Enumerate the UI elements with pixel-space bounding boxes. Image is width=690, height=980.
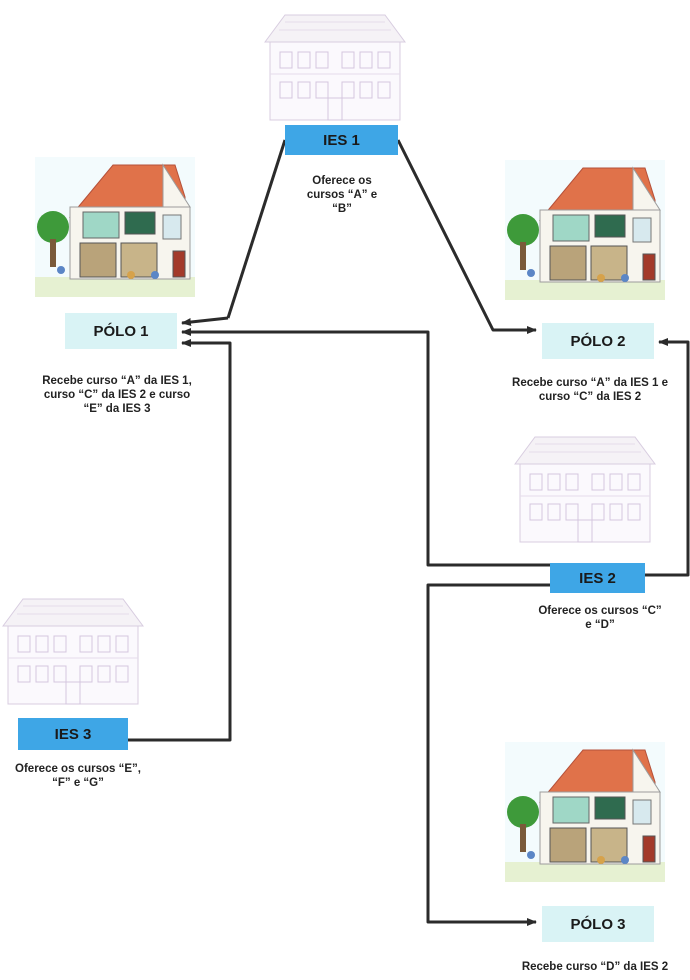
polo2-description: Recebe curso “A” da IES 1 e curso “C” da… [495, 376, 685, 404]
polo1-description-line: curso “C” da IES 2 e curso [43, 389, 191, 401]
connector-ies1-polo1 [226, 139, 287, 319]
polo1-description-line: “E” da IES 3 [83, 403, 151, 415]
polo1-description-line: Recebe curso “A” da IES 1, [42, 375, 192, 387]
ies1-description-line: “B” [332, 203, 352, 215]
polo2-house-image [504, 159, 666, 301]
ies3-description-line: “F” e “G” [52, 777, 104, 789]
ies1-label: IES 1 [285, 125, 398, 155]
ies1-description-line: cursos “A” e [306, 189, 378, 201]
polo2-description-line: curso “C” da IES 2 [538, 391, 642, 403]
polo1-house-image [34, 156, 196, 298]
ies2-label: IES 2 [550, 563, 645, 593]
polo2-label: PÓLO 2 [542, 323, 654, 359]
ies1-building-image [264, 14, 406, 121]
ies2-description-line: e “D” [585, 619, 615, 631]
connector-ies1-polo1-arrow [181, 316, 229, 327]
connector-ies1-polo2 [396, 139, 537, 334]
polo3-label: PÓLO 3 [542, 906, 654, 942]
polo2-description-line: Recebe curso “A” da IES 1 e [512, 377, 668, 389]
ies2-description: Oferece os cursos “C” e “D” [520, 604, 680, 632]
polo3-description: Recebe curso “D” da IES 2 [500, 960, 690, 974]
connector-ies2-polo2 [645, 338, 690, 577]
ies1-description: Oferece os cursos “A” e “B” [282, 174, 402, 216]
ies2-description-line: Oferece os cursos “C” [538, 605, 662, 617]
connector-ies3-polo1 [128, 339, 232, 742]
connector-ies2-polo3 [426, 583, 550, 926]
polo3-house-image [504, 741, 666, 883]
ies2-building-image [514, 436, 656, 543]
ies3-label: IES 3 [18, 718, 128, 750]
polo1-label: PÓLO 1 [65, 313, 177, 349]
ies3-description: Oferece os cursos “E”, “F” e “G” [3, 762, 153, 790]
ies3-building-image [2, 598, 144, 705]
ies1-description-line: Oferece os [312, 175, 372, 187]
polo3-description-line: Recebe curso “D” da IES 2 [521, 961, 669, 973]
ies3-description-line: Oferece os cursos “E”, [15, 763, 141, 775]
connector-ies2-polo1 [181, 328, 550, 567]
polo1-description: Recebe curso “A” da IES 1, curso “C” da … [22, 374, 212, 416]
